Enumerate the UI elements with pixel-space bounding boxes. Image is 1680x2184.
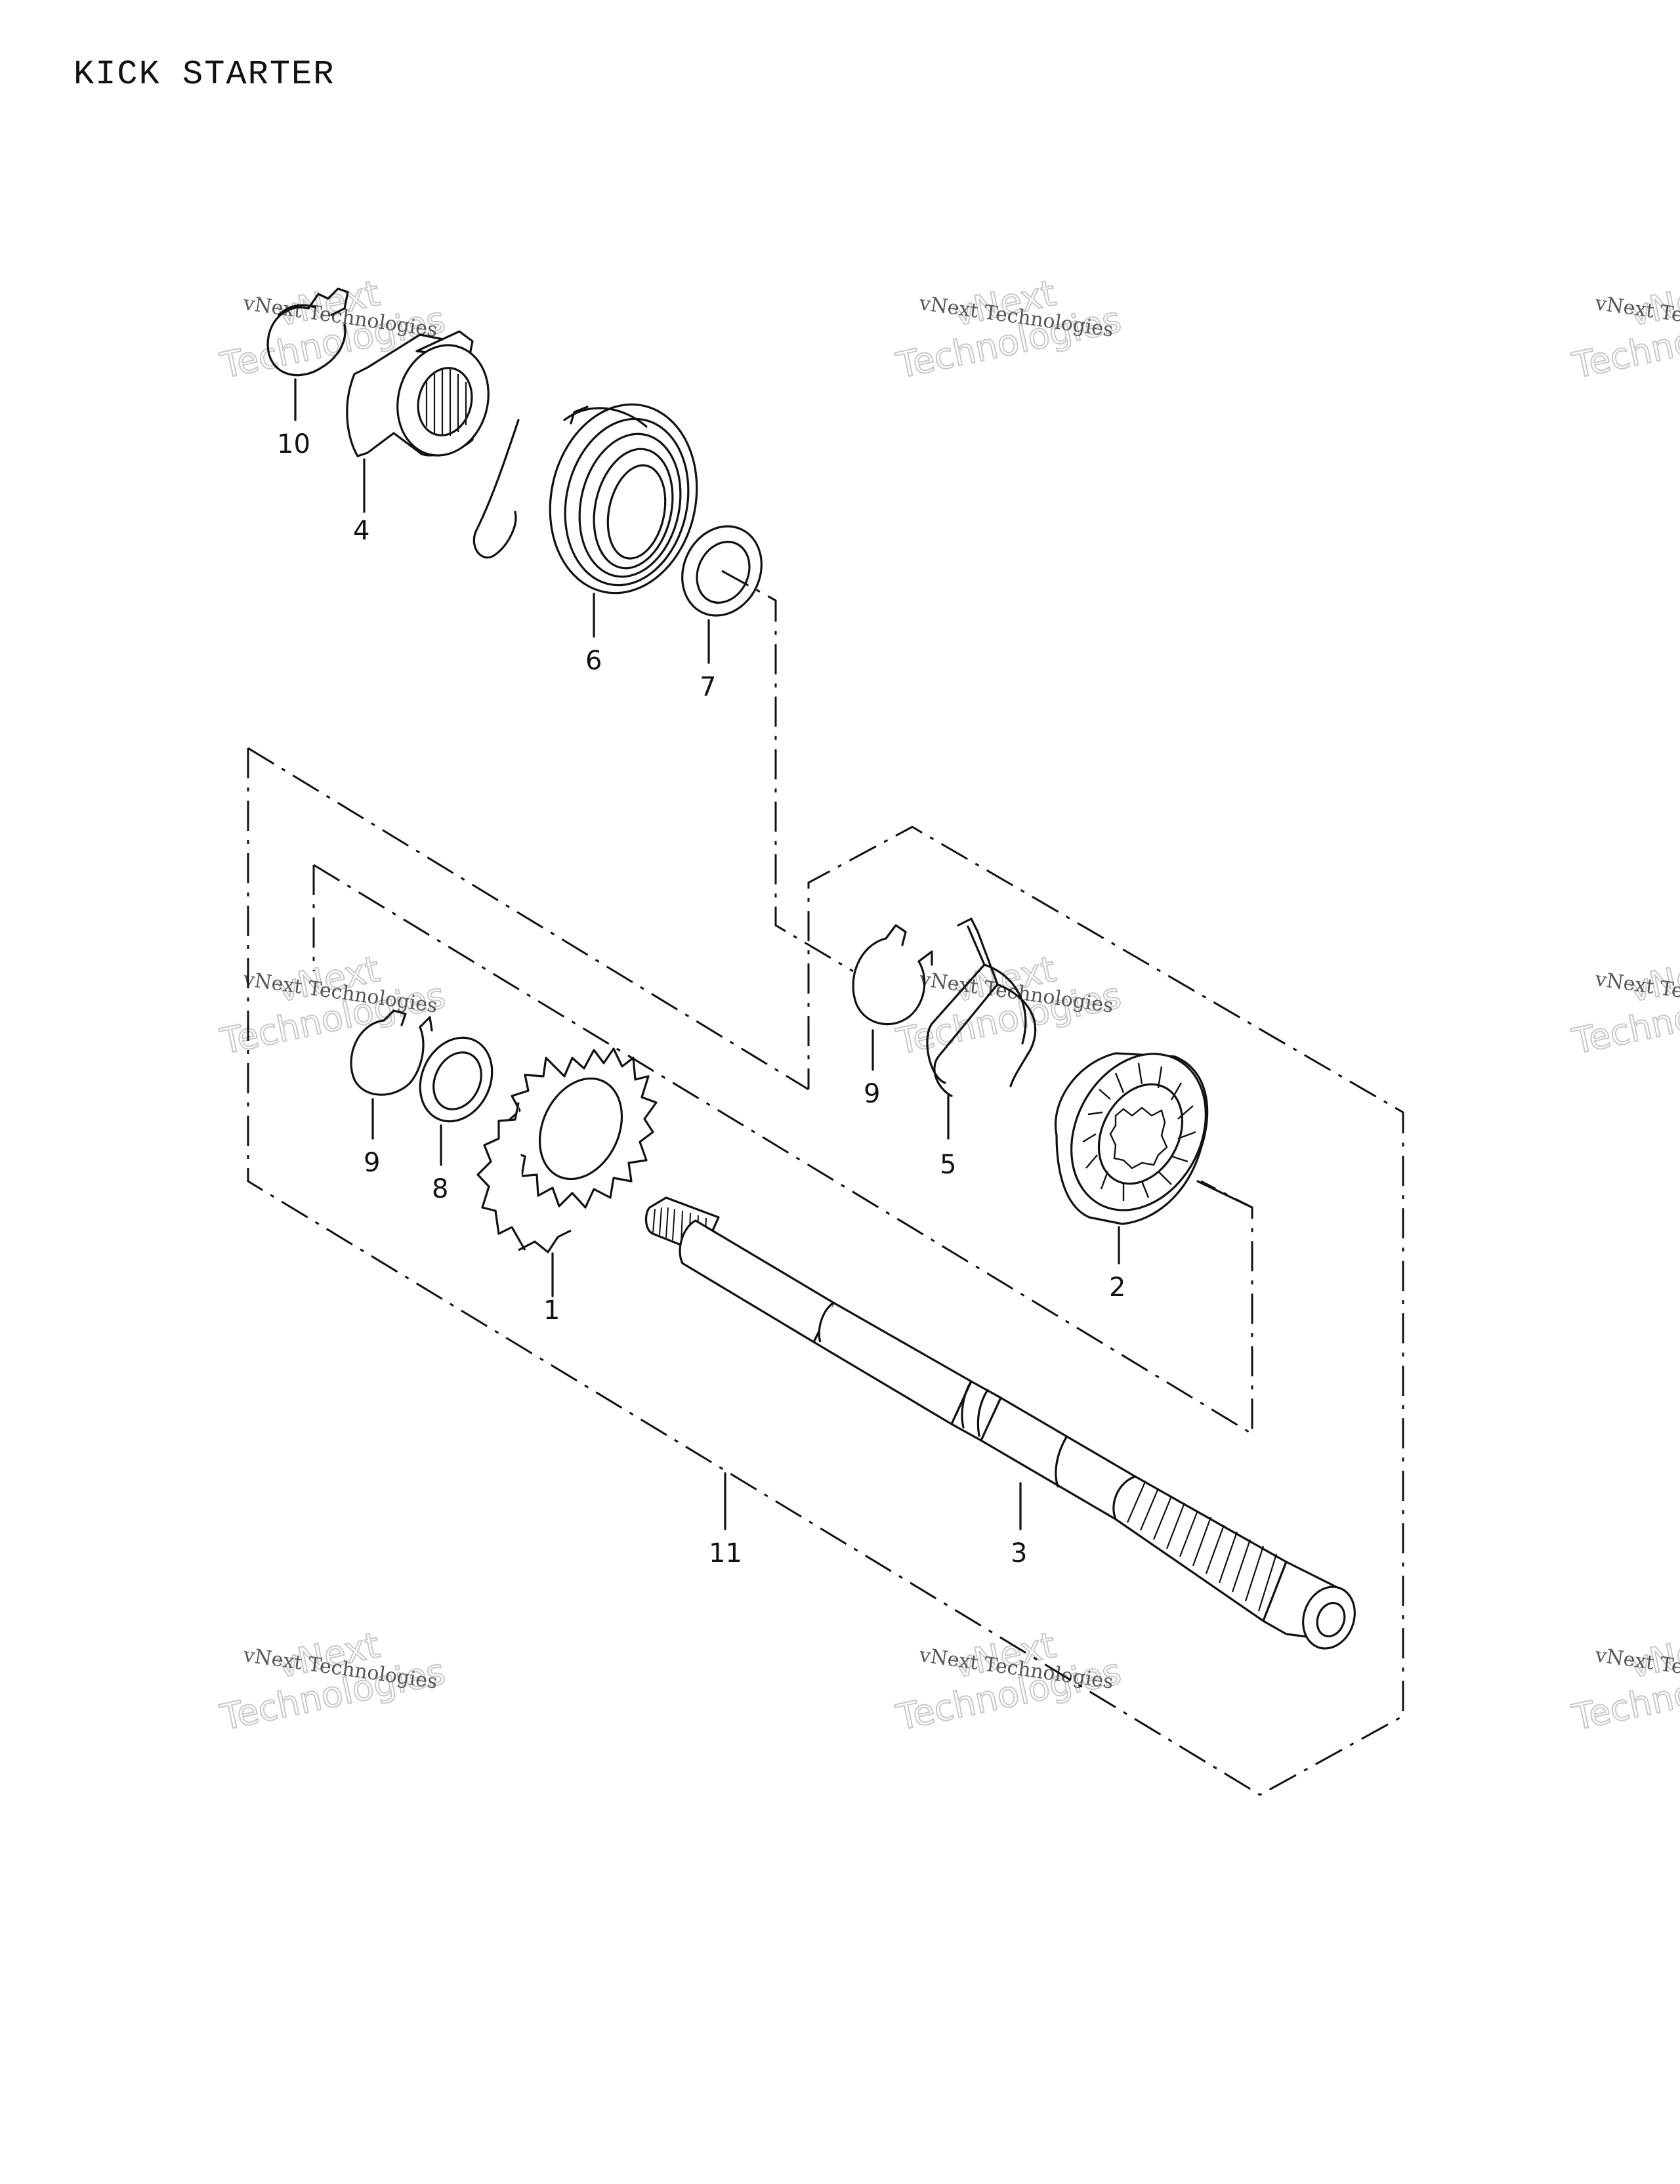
callout-11: 11: [709, 1538, 742, 1568]
callout-7: 7: [700, 672, 716, 702]
watermark: Technologies vNext vNext Technologies: [1568, 1624, 1680, 1739]
part-10-circlip: [266, 287, 349, 421]
watermark: Technologies vNext vNext Technologies: [892, 272, 1125, 387]
callout-9-left: 9: [364, 1148, 380, 1178]
callout-1: 1: [543, 1295, 560, 1326]
part-8-washer: [419, 1036, 494, 1166]
part-6-kick-spring: [472, 403, 698, 638]
callout-4: 4: [353, 516, 369, 546]
callout-2: 2: [1109, 1272, 1125, 1303]
part-1-drive-gear: [476, 1047, 658, 1297]
watermark: Technologies vNext vNext Technologies: [1568, 948, 1680, 1063]
watermark: Technologies vNext vNext Technologies: [216, 948, 449, 1063]
part-9-circlip-left: [350, 1009, 433, 1140]
part-2-driven-gear: [1055, 1052, 1253, 1265]
callout-8: 8: [432, 1174, 448, 1204]
watermark: Technologies vNext vNext Technologies: [216, 1624, 449, 1739]
part-3-kick-shaft: [645, 1196, 1356, 1650]
page-title: KICK STARTER: [74, 55, 335, 94]
assembly-outline-11: [247, 748, 1404, 1796]
callout-3: 3: [1011, 1538, 1027, 1568]
watermark: Technologies vNext vNext Technologies: [1568, 272, 1680, 387]
callout-6: 6: [585, 646, 602, 676]
callout-9-right: 9: [864, 1079, 880, 1109]
assembly-outline-11-upper: [247, 747, 809, 1091]
leader-dashed-7: [721, 570, 854, 973]
callout-5: 5: [940, 1150, 956, 1180]
callout-10: 10: [277, 429, 310, 459]
part-9-circlip-right: [852, 924, 933, 1071]
part-7-washer: [681, 525, 763, 664]
part-5-spring-clip: [926, 917, 1037, 1140]
part-4-ratchet-guide: [346, 330, 490, 513]
callouts: 10 4 6 7 9 5 2 9 8 1 3 11: [277, 429, 1125, 1568]
